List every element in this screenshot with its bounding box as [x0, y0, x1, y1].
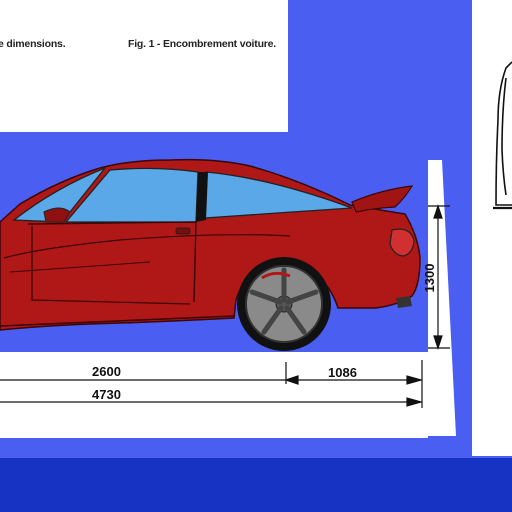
caption-french: Fig. 1 - Encombrement voiture.: [128, 38, 277, 50]
dimension-lines: [0, 204, 450, 408]
car-rear-view-icon: [493, 61, 512, 210]
bottom-band: [0, 458, 512, 512]
caption-panel: e dimensions. Fig. 1 - Encombrement voit…: [0, 0, 288, 132]
caption-english: e dimensions.: [0, 38, 66, 50]
dimension-rear-overhang: 1086: [328, 365, 357, 380]
height-column: [428, 160, 456, 436]
dimension-height: 1300: [422, 264, 437, 293]
dimension-overall-length: 4730: [92, 387, 121, 402]
dimension-wheelbase: 2600: [92, 364, 121, 379]
dimension-strip: [0, 352, 428, 438]
rear-view-panel: [472, 0, 512, 456]
car-side-view-icon: [0, 158, 421, 351]
